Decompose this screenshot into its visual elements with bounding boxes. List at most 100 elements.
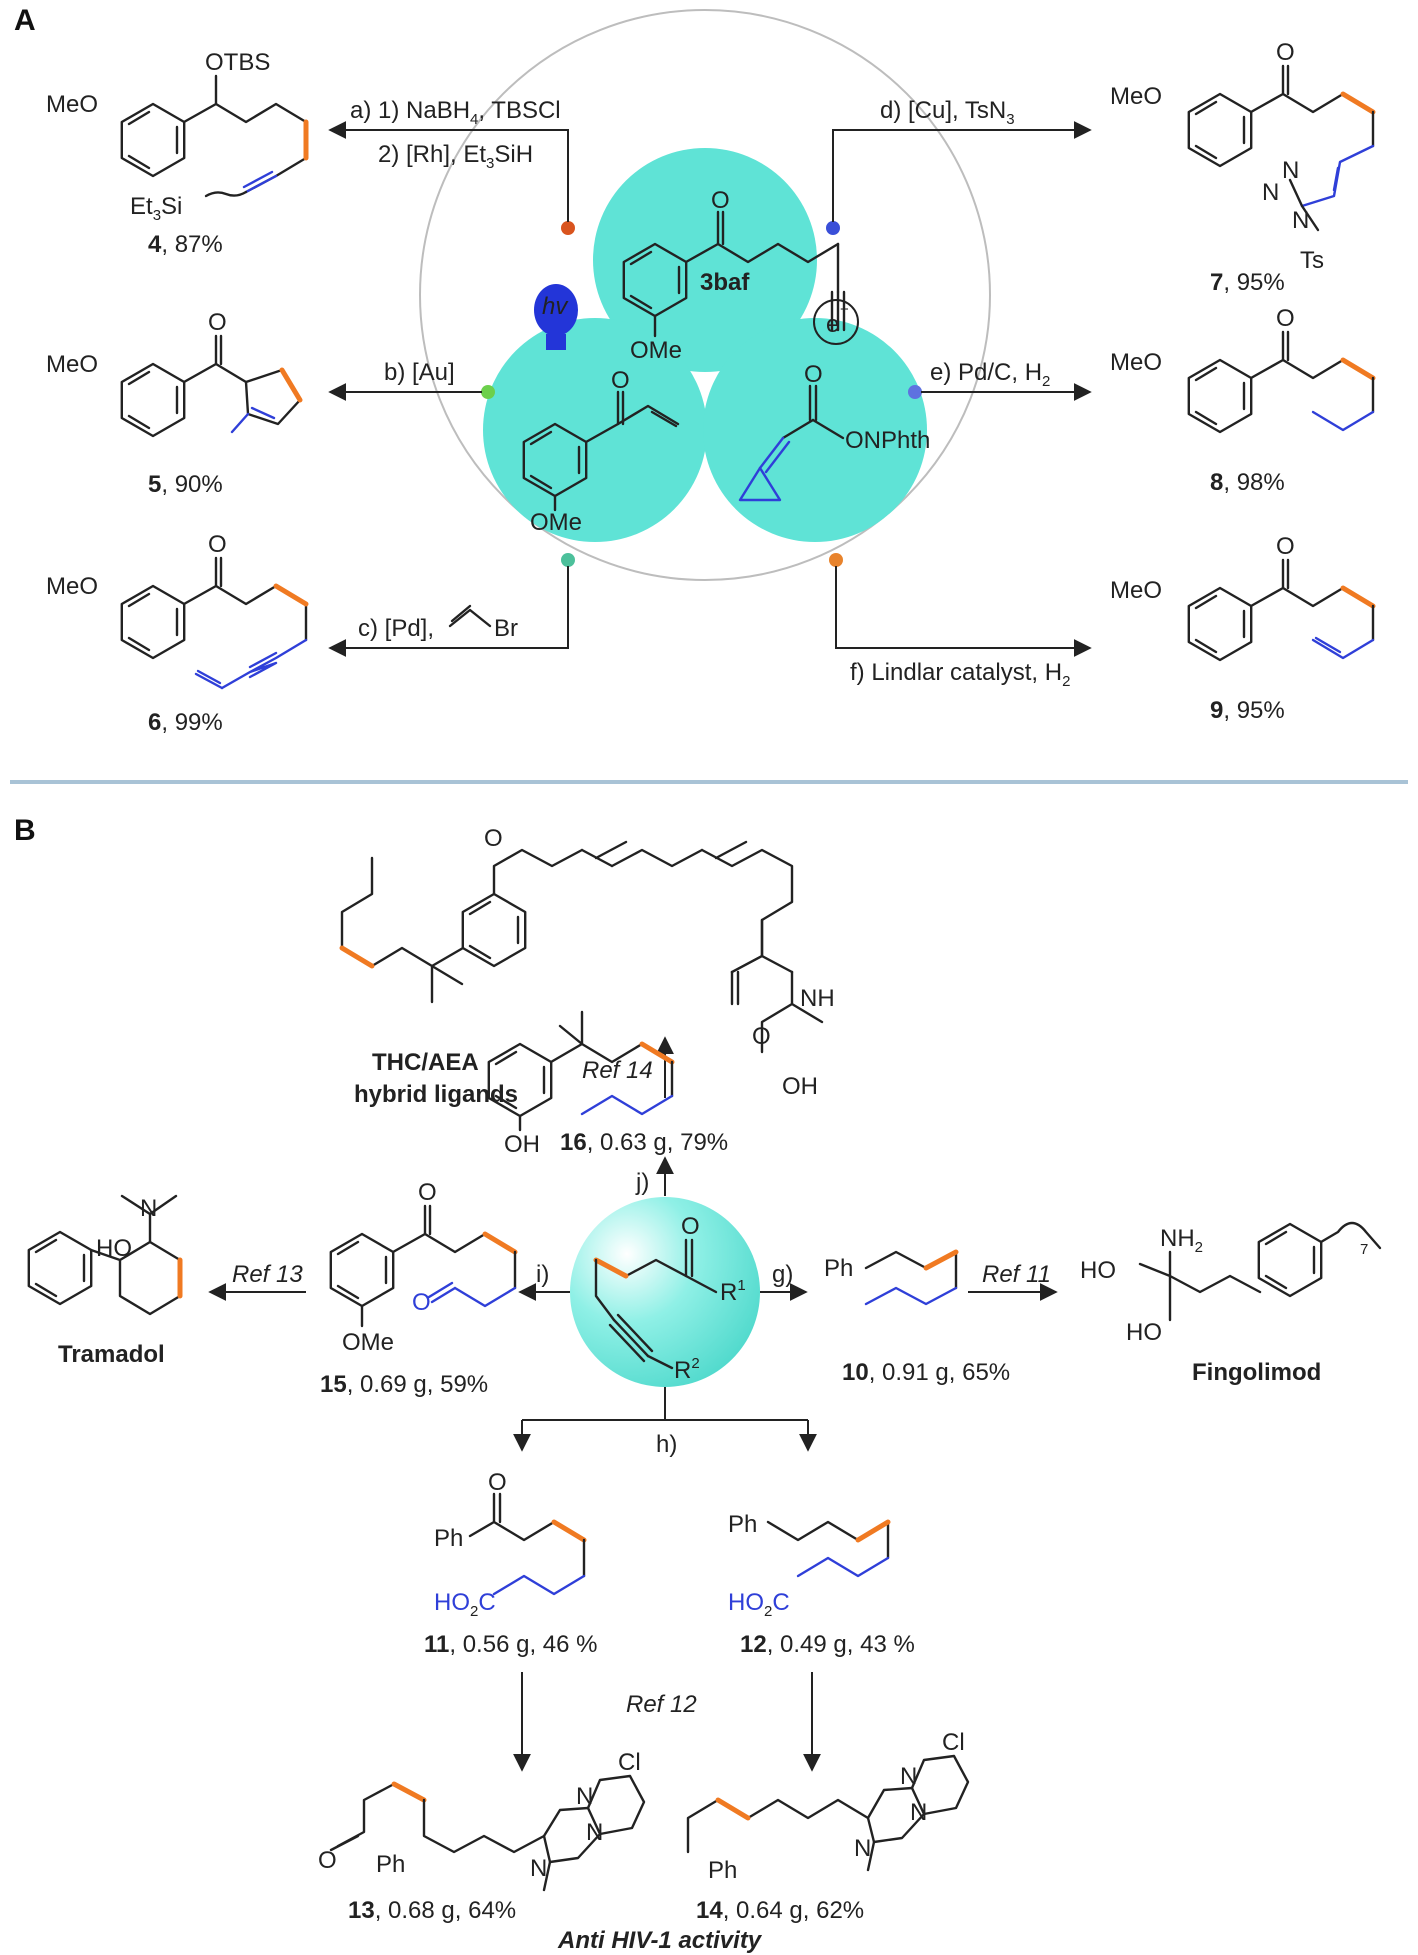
condition-a-line2: 2) [Rh], Et3SiH — [378, 141, 533, 172]
structure-3baf — [622, 210, 846, 338]
p5-meo: MeO — [46, 351, 98, 378]
p5-o: O — [208, 309, 227, 336]
light-bulb-icon — [534, 284, 578, 350]
electron-label: e — [826, 311, 839, 338]
p14-caption: 14, 0.64 g, 62% — [696, 1897, 864, 1924]
fingolimod-ho1: HO — [1080, 1257, 1116, 1284]
structure-9 — [1187, 558, 1376, 662]
catalysis-ring — [419, 9, 991, 581]
electron-cycle-icon — [813, 299, 859, 345]
structure-11 — [468, 1492, 587, 1596]
p9-caption: 9, 95% — [1210, 697, 1285, 724]
node-dot-b — [481, 385, 495, 399]
p5-caption: 5, 90% — [148, 471, 223, 498]
enone-o: O — [611, 367, 630, 394]
onphth-o: O — [804, 361, 823, 388]
ref11-label: Ref 11 — [982, 1261, 1051, 1288]
ref13-label: Ref 13 — [232, 1261, 303, 1288]
thc-nh: NH — [800, 985, 835, 1012]
condition-j: j) — [635, 1169, 649, 1196]
onphth-label: ONPhth — [845, 427, 930, 454]
node-dot-e — [908, 385, 922, 399]
center-structure — [593, 1238, 718, 1370]
structure-6 — [120, 556, 309, 690]
node-dot-d — [826, 221, 840, 235]
p11-caption: 11, 0.56 g, 46 % — [424, 1631, 597, 1658]
enone-ome: OMe — [530, 509, 582, 536]
structure-onphth — [738, 384, 845, 502]
arrow-a — [328, 121, 569, 222]
p12-ph: Ph — [728, 1511, 757, 1538]
structure-4 — [120, 74, 309, 198]
condition-c-br: Br — [494, 615, 518, 642]
structure-fingolimod — [1138, 1221, 1382, 1322]
p7-o: O — [1276, 39, 1295, 66]
center-r2: R2 — [674, 1355, 700, 1384]
structure-thc-aea — [339, 840, 824, 1054]
p4-meo: MeO — [46, 91, 98, 118]
condition-d: d) [Cu], TsN3 — [880, 97, 1015, 128]
p15-caption: 15, 0.69 g, 59% — [320, 1371, 488, 1398]
p14-cl: Cl — [942, 1729, 965, 1756]
compound-label-3baf: 3baf — [700, 269, 750, 296]
p4-otbs: OTBS — [205, 49, 270, 76]
p16-caption: 16, 0.63 g, 79% — [560, 1129, 728, 1156]
p14-ph: Ph — [708, 1857, 737, 1884]
p7-n1: N — [1282, 157, 1299, 184]
center-sphere — [570, 1197, 760, 1387]
sphere-onphth — [703, 318, 927, 542]
condition-c: c) [Pd], — [358, 615, 434, 642]
ref12-label: Ref 12 — [626, 1691, 697, 1718]
arrow-d — [832, 121, 1092, 222]
p12-caption: 12, 0.49 g, 43 % — [740, 1631, 915, 1658]
thc-label-line2: hybrid ligands — [354, 1081, 518, 1108]
p15-ome: OMe — [342, 1329, 394, 1356]
p9-o: O — [1276, 533, 1295, 560]
thc-o-amide: O — [752, 1023, 771, 1050]
vinyl-bromide-bonds — [448, 604, 492, 628]
p8-caption: 8, 98% — [1210, 469, 1285, 496]
sphere-3baf — [593, 148, 817, 372]
structure-14 — [686, 1754, 970, 1872]
structure-15 — [329, 1204, 518, 1328]
p11-ph: Ph — [434, 1525, 463, 1552]
structure-16 — [487, 1010, 675, 1132]
tramadol-ho: HO — [96, 1235, 132, 1262]
hub-ketone-o: O — [711, 187, 730, 214]
electron-charge: − — [840, 301, 849, 318]
node-dot-c — [561, 553, 575, 567]
p7-ts: Ts — [1300, 247, 1324, 274]
panel-label-b: B — [14, 814, 36, 847]
p6-o: O — [208, 531, 227, 558]
center-o: O — [681, 1213, 700, 1240]
ref14-label: Ref 14 — [582, 1057, 653, 1084]
p13-cl: Cl — [618, 1749, 641, 1776]
p11-o: O — [488, 1469, 507, 1496]
fingolimod-ho2: HO — [1126, 1319, 1162, 1346]
structure-7 — [1187, 64, 1376, 232]
p6-meo: MeO — [46, 573, 98, 600]
p8-o: O — [1276, 305, 1295, 332]
condition-h: h) — [656, 1431, 677, 1458]
light-hv: hv — [542, 293, 569, 320]
center-r1: R1 — [720, 1277, 746, 1306]
panel-label-a: A — [14, 4, 36, 37]
p14-n2: N — [910, 1799, 927, 1826]
hub-ome-label: OMe — [630, 337, 682, 364]
p10-caption: 10, 0.91 g, 65% — [842, 1359, 1010, 1386]
structure-13 — [329, 1774, 646, 1892]
fingolimod-n7: 7 — [1360, 1241, 1368, 1258]
p13-n3: N — [530, 1855, 547, 1882]
p13-n1: N — [576, 1783, 593, 1810]
condition-g: g) — [772, 1261, 793, 1288]
tramadol-n: N — [140, 1195, 157, 1222]
structure-8 — [1187, 330, 1376, 434]
fingolimod-name: Fingolimod — [1192, 1359, 1321, 1386]
p13-ph: Ph — [376, 1851, 405, 1878]
anti-hiv-label: Anti HIV-1 activity — [557, 1927, 763, 1954]
thc-o-ether: O — [484, 825, 503, 852]
thc-oh: OH — [782, 1073, 818, 1100]
p13-n2: N — [586, 1819, 603, 1846]
arrow-c — [328, 566, 569, 657]
